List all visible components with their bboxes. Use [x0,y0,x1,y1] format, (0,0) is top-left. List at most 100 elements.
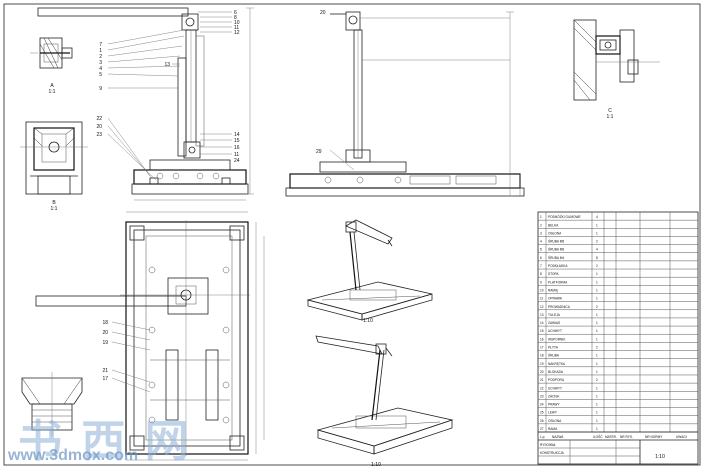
front-view-callouts: 6 8 10 11 12 7 1 2 3 4 5 9 14 15 16 11 1… [96,10,239,164]
title-col-qty: ILOŚĆ [593,434,603,439]
callout-label: 14 [234,132,240,138]
callout-label: 20 [96,124,102,130]
callout-label: 6 [234,10,237,16]
parts-cell-qty: 2 [596,264,598,268]
parts-cell-qty: 1 [596,280,598,284]
parts-cell-no: 20 [540,370,544,374]
title-col-remark: UWAGI [676,435,687,439]
callout-label: 12 [234,30,240,36]
parts-cell-qty: 1 [596,231,598,235]
parts-cell-qty: 4 [596,215,598,219]
parts-cell-name: TULEJA [548,313,561,317]
title-scale: 1:10 [655,454,665,460]
parts-cell-qty: 1 [596,329,598,333]
detail-c-letter: C [608,108,612,114]
parts-cell-name: RAMA [548,427,558,431]
callout-label: 15 [234,138,240,144]
parts-cell-no: 12 [540,305,544,309]
sheet-frame [3,3,701,466]
parts-cell-no: 23 [540,394,544,398]
parts-cell-no: 9 [540,280,542,284]
title-designed-by: KONSTRUKCJA [540,451,565,455]
parts-cell-qty: 1 [596,321,598,325]
detail-b-view: B 1:1 [20,121,88,212]
parts-cell-name: BELKA [548,223,559,227]
parts-cell-no: 1 [540,215,542,219]
title-drawn-by: RYSOWAŁ [540,443,556,447]
title-col-norm: NR NORMY [645,435,663,439]
callout-label: 2 [99,54,102,60]
parts-cell-qty: 1 [596,427,598,431]
parts-cell-qty: 1 [596,362,598,366]
callout-label: 23 [96,132,102,138]
detail-a-scale: 1:1 [49,89,56,95]
parts-cell-qty: 2 [596,305,598,309]
parts-cell-qty: 1 [596,394,598,398]
detail-c-view: C 1:1 [573,19,660,120]
callout-label: 4 [99,66,102,72]
parts-cell-no: 13 [540,313,544,317]
title-col-name: NAZWA [552,435,564,439]
iso-view-2-scale: 1:10 [371,462,381,468]
callout-label: 24 [234,158,240,164]
parts-cell-qty: 1 [596,288,598,292]
parts-cell-no: 26 [540,419,544,423]
parts-cell-name: ŚRUBA M5 [548,239,564,244]
parts-cell-name: ŚRUBA M6 [548,247,564,252]
iso-view-1: 1:10 [306,219,433,324]
callout-label: 22 [96,116,102,122]
parts-cell-no: 16 [540,337,544,341]
parts-cell-name: UCHWYT [548,386,562,390]
callout-label: 21 [102,368,108,374]
parts-cell-name: UCHWYT [548,329,562,333]
parts-cell-no: 19 [540,362,544,366]
parts-cell-name: STOPA [548,272,559,276]
parts-cell-qty: 1 [596,411,598,415]
parts-cell-no: 10 [540,288,544,292]
parts-cell-no: 11 [540,297,544,301]
parts-cell-no: 6 [540,256,542,260]
watermark-url: www.3dmox.com [8,447,139,464]
parts-cell-name: PŁYTA [548,346,559,350]
parts-cell-qty: 1 [596,223,598,227]
parts-cell-qty: 8 [596,256,598,260]
callout-label: 1 [99,48,102,54]
parts-cell-qty: 1 [596,313,598,317]
title-col-no: L.p. [540,435,545,439]
callout-label: 16 [234,145,240,151]
parts-cell-no: 18 [540,354,544,358]
parts-cell-qty: 1 [596,386,598,390]
parts-cell-no: 7 [540,264,542,268]
parts-cell-name: OSŁONA [548,231,562,235]
parts-cell-no: 15 [540,329,544,333]
top-view: 18 20 19 21 17 [35,211,265,461]
parts-cell-qty: 4 [596,248,598,252]
detail-b-letter: B [52,200,56,206]
parts-cell-name: WSPORNIK [548,337,566,341]
parts-cell-qty: 1 [596,419,598,423]
parts-cell-name: ZACISK [548,394,560,398]
callout-label: 3 [99,60,102,66]
callout-label: 5 [99,72,102,78]
parts-cell-no: 22 [540,386,544,390]
detail-b-scale: 1:1 [51,206,58,212]
parts-cell-qty: 2 [596,378,598,382]
parts-cell-no: 2 [540,223,542,227]
parts-cell-name: PRAWY [548,403,560,407]
parts-cell-name: PODNÓŻKI GUMOWE [548,214,581,219]
parts-cell-name: ZAWIAS [548,321,560,325]
parts-cell-no: 25 [540,411,544,415]
parts-cell-no: 3 [540,231,542,235]
parts-cell-no: 21 [540,378,544,382]
callout-label: 9 [99,86,102,92]
parts-cell-name: PLATFORMA [548,280,568,284]
iso-view-2: 1:10 [315,335,454,468]
parts-cell-qty: 2 [596,346,598,350]
parts-cell-no: 14 [540,321,544,325]
parts-cell-qty: 1 [596,354,598,358]
watermark-logo: 书 西 网 www.3dmox.com [0,405,240,469]
parts-cell-no: 4 [540,240,542,244]
detail-a-view: A 1:1 [30,37,73,95]
